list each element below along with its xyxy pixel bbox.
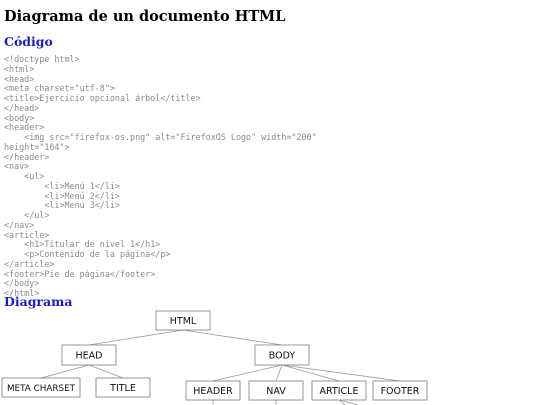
node-article-label: ARTICLE: [320, 386, 359, 397]
code-line: <li>Menú 3</li>: [4, 200, 120, 211]
page-title: Diagrama de un documento HTML: [4, 8, 286, 25]
node-header: HEADER: [185, 380, 241, 401]
edge-article-child-1: [338, 399, 346, 405]
code-line: <head>: [4, 73, 35, 84]
code-line: height="164">: [4, 141, 70, 152]
edge-body-header: [212, 364, 283, 382]
code-line: </html>: [4, 288, 40, 298]
node-meta-charset-label: META CHARSET: [7, 384, 76, 394]
node-article: ARTICLE: [311, 380, 367, 401]
edge-body-article: [281, 364, 340, 382]
node-html-label: HTML: [170, 316, 197, 327]
code-line: </body>: [4, 278, 40, 289]
edge-body-nav: [275, 364, 283, 382]
code-line: <h1>Titular de nivel 1</h1>: [4, 239, 161, 250]
edge-head-title: [88, 364, 124, 379]
node-nav-label: NAV: [266, 386, 286, 397]
node-title-label: TITLE: [109, 383, 136, 394]
node-title: TITLE: [95, 377, 151, 398]
node-nav: NAV: [248, 380, 304, 401]
code-line: </header>: [4, 151, 50, 162]
code-heading: Código: [4, 34, 53, 49]
edge-html-head: [88, 329, 184, 346]
node-head: HEAD: [61, 344, 117, 366]
code-line: <meta charset="utf-8">: [4, 83, 115, 94]
code-line: </head>: [4, 102, 40, 113]
code-line: <header>: [4, 122, 45, 133]
code-line: <!doctype html>: [4, 54, 80, 64]
code-line: <li>Menú 1</li>: [4, 180, 120, 191]
code-line: <article>: [4, 229, 50, 240]
node-body: BODY: [254, 344, 310, 366]
code-line: <ul>: [4, 171, 45, 181]
code-block: <!doctype html><html><head><meta charset…: [4, 54, 317, 299]
diagram-heading: Diagrama: [4, 294, 73, 309]
edge-article-child-2: [338, 399, 359, 405]
node-head-label: HEAD: [76, 351, 103, 362]
edge-html-body: [182, 329, 283, 346]
code-line: <li>Menú 2</li>: [4, 190, 120, 201]
code-line: </nav>: [4, 219, 35, 230]
node-html: HTML: [155, 310, 211, 331]
node-footer-label: FOOTER: [381, 386, 420, 397]
code-line: <nav>: [4, 161, 30, 172]
code-line: <img src="firefox-os.png" alt="FirefoxOS…: [4, 132, 317, 142]
code-line: <p>Contenido de la página</p>: [4, 249, 171, 259]
edge-body-footer: [281, 364, 401, 382]
code-line: </ul>: [4, 210, 50, 220]
code-line: <title>Ejercicio opcional árbol</title>: [4, 93, 201, 103]
node-body-label: BODY: [269, 351, 296, 362]
code-line: </article>: [4, 258, 55, 269]
node-meta-charset: META CHARSET: [1, 377, 81, 398]
code-line: <body>: [4, 112, 35, 123]
code-line: <html>: [4, 63, 35, 74]
node-header-label: HEADER: [193, 386, 233, 397]
edge-head-meta: [40, 364, 90, 379]
node-footer: FOOTER: [372, 380, 428, 401]
code-line: <footer>Pie de página</footer>: [4, 268, 156, 279]
